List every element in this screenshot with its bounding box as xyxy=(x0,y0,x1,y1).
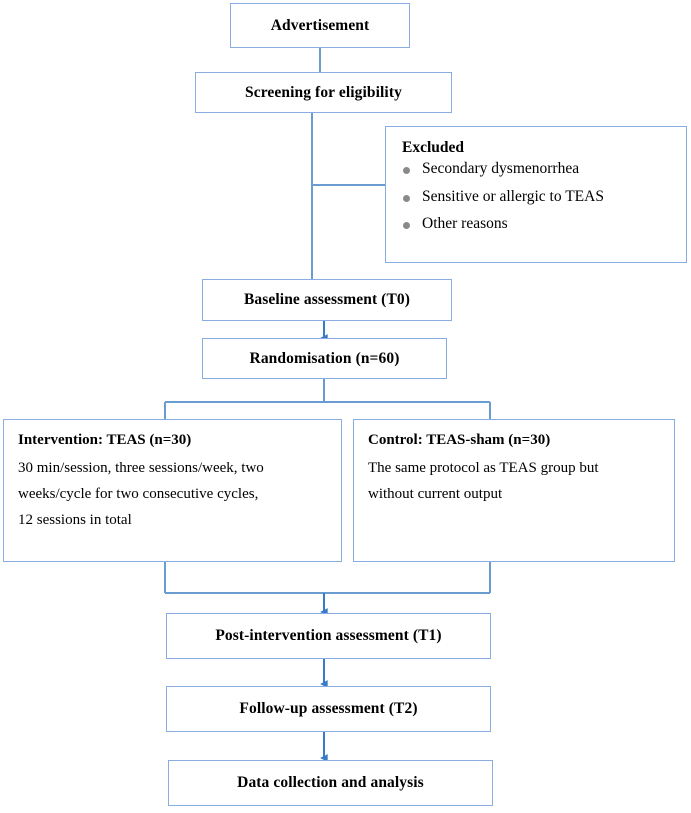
bullet-icon xyxy=(403,167,410,174)
node-baseline-assessment-label: Baseline assessment (T0) xyxy=(243,291,410,308)
node-control-line: The same protocol as TEAS group but xyxy=(368,460,599,476)
node-intervention-group[interactable]: Intervention: TEAS (n=30) 30 min/session… xyxy=(3,419,342,562)
node-intervention-line: weeks/cycle for two consecutive cycles, xyxy=(18,485,259,502)
node-intervention-line: 30 min/session, three sessions/week, two xyxy=(18,460,264,476)
list-item: Sensitive or allergic to TEAS xyxy=(400,187,672,205)
node-randomisation[interactable]: Randomisation (n=60) xyxy=(202,338,447,379)
node-intervention-group-body: 30 min/session, three sessions/week, two… xyxy=(18,456,327,533)
node-follow-up-assessment[interactable]: Follow-up assessment (T2) xyxy=(166,686,491,732)
node-control-line: without current output xyxy=(368,485,503,502)
node-randomisation-label: Randomisation (n=60) xyxy=(249,349,400,367)
node-data-collection-and-analysis[interactable]: Data collection and analysis xyxy=(168,760,493,806)
node-excluded[interactable]: Excluded Secondary dysmenorrhea Sensitiv… xyxy=(385,126,687,263)
node-follow-up-assessment-label: Follow-up assessment (T2) xyxy=(239,700,418,717)
node-advertisement-label: Advertisement xyxy=(270,16,370,34)
node-data-collection-and-analysis-label: Data collection and analysis xyxy=(237,774,424,791)
bullet-icon xyxy=(403,194,410,202)
excluded-reason-label: Sensitive or allergic to TEAS xyxy=(422,187,604,205)
node-control-group-title: Control: TEAS-sham (n=30) xyxy=(368,432,551,448)
excluded-reason-label: Other reasons xyxy=(422,215,508,232)
list-item: Other reasons xyxy=(400,216,672,232)
node-baseline-assessment[interactable]: Baseline assessment (T0) xyxy=(202,279,452,321)
node-advertisement[interactable]: Advertisement xyxy=(230,3,410,48)
node-excluded-title: Excluded xyxy=(402,139,465,156)
node-intervention-group-title: Intervention: TEAS (n=30) xyxy=(18,432,192,448)
excluded-reason-label: Secondary dysmenorrhea xyxy=(422,160,580,177)
node-control-group[interactable]: Control: TEAS-sham (n=30) The same proto… xyxy=(353,419,675,562)
node-intervention-line: 12 sessions in total xyxy=(18,511,132,528)
bullet-icon xyxy=(403,222,410,229)
node-post-intervention-assessment-label: Post-intervention assessment (T1) xyxy=(215,627,442,644)
node-screening[interactable]: Screening for eligibility xyxy=(195,72,452,113)
node-control-group-body: The same protocol as TEAS group but with… xyxy=(368,456,660,508)
node-screening-label: Screening for eligibility xyxy=(245,83,402,101)
node-post-intervention-assessment[interactable]: Post-intervention assessment (T1) xyxy=(166,613,491,659)
excluded-reason-list: Secondary dysmenorrhea Sensitive or alle… xyxy=(400,161,672,232)
list-item: Secondary dysmenorrhea xyxy=(400,161,672,177)
